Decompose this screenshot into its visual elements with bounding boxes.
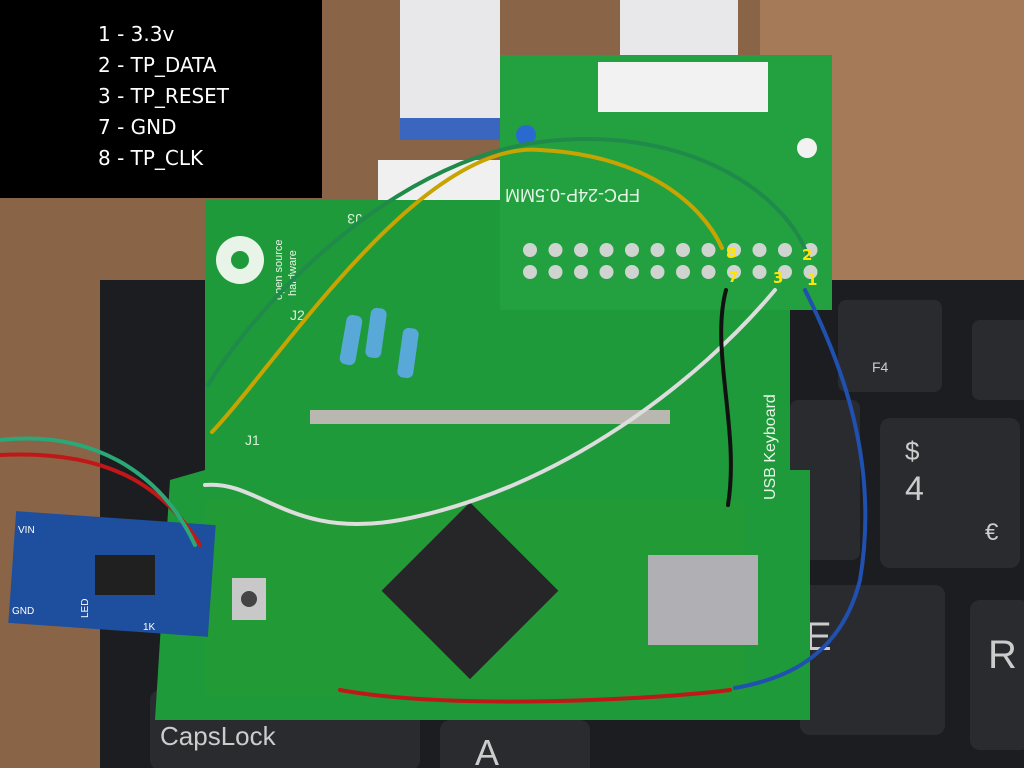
pin-label-8: 8 bbox=[726, 244, 737, 262]
silk-adapter: FPC-24P-0.5MM bbox=[505, 185, 640, 205]
header-pin bbox=[599, 243, 614, 257]
header-pin bbox=[778, 265, 792, 279]
key-4-euro: € bbox=[985, 519, 999, 546]
pad-row bbox=[310, 410, 670, 424]
pin-label-2: 2 bbox=[802, 246, 813, 264]
header-pin bbox=[676, 265, 690, 279]
pin-label-7: 7 bbox=[728, 268, 739, 286]
regulator-board: VIN GND LED 1K bbox=[8, 511, 216, 637]
key-4 bbox=[880, 418, 1020, 568]
header-pin bbox=[752, 265, 767, 279]
pin-label-3: 3 bbox=[773, 269, 784, 287]
header-pin bbox=[625, 265, 639, 279]
header-pin bbox=[650, 265, 665, 279]
fpc-ribbon-right bbox=[620, 0, 738, 60]
key-4-label: 4 bbox=[905, 470, 924, 508]
silk-usb-keyboard: USB Keyboard bbox=[762, 394, 779, 500]
header-pin bbox=[727, 243, 741, 257]
header-pin bbox=[778, 243, 792, 257]
header-pin bbox=[701, 265, 716, 279]
fpc-ribbon-left bbox=[400, 0, 500, 140]
wires bbox=[0, 137, 868, 704]
legend-line: 7 - GND bbox=[98, 115, 177, 139]
fpc-adapter-board: FPC-24P-0.5MM bbox=[500, 55, 832, 310]
wire-blue-3v3 bbox=[733, 288, 868, 690]
header-pin bbox=[574, 243, 588, 257]
header-pin bbox=[548, 265, 563, 279]
header-pin bbox=[752, 243, 767, 257]
key-r bbox=[970, 600, 1024, 750]
resistors bbox=[339, 307, 419, 379]
fpc-connector-j3 bbox=[378, 160, 503, 200]
microcontroller-chip bbox=[381, 502, 559, 680]
header-pin bbox=[727, 265, 741, 279]
wire-green-data bbox=[206, 137, 810, 387]
header-pins bbox=[523, 243, 818, 279]
header-pin bbox=[599, 265, 614, 279]
key-f4-label: F4 bbox=[872, 359, 889, 375]
header-pin bbox=[676, 243, 690, 257]
wire-red-bottom bbox=[338, 688, 732, 704]
key-a-label: A bbox=[475, 732, 499, 768]
key-f4 bbox=[838, 300, 942, 392]
key-capslock-label: CapsLock bbox=[160, 721, 277, 751]
key-f5 bbox=[972, 320, 1024, 400]
wire-white-reset bbox=[203, 288, 777, 527]
mini-usb-port bbox=[648, 555, 758, 645]
legend-line: 8 - TP_CLK bbox=[98, 146, 204, 170]
silk-gnd: GND bbox=[12, 606, 34, 617]
silk-j2: J2 bbox=[290, 307, 305, 323]
header-pin bbox=[523, 265, 537, 279]
wire-yellow-clk bbox=[210, 147, 724, 434]
header-pin bbox=[625, 243, 639, 257]
wire-teal-regulator bbox=[0, 436, 197, 547]
header-pin bbox=[803, 265, 818, 279]
pin-label-1: 1 bbox=[807, 271, 818, 289]
key-4-dollar: $ bbox=[905, 436, 920, 466]
header-pin bbox=[574, 265, 588, 279]
silk-vin: VIN bbox=[18, 525, 35, 536]
key-e bbox=[800, 585, 945, 735]
teensy-board bbox=[205, 500, 758, 695]
legend-line: 1 - 3.3v bbox=[98, 22, 175, 46]
wire-black-gnd bbox=[719, 288, 733, 507]
header-pin bbox=[701, 243, 716, 257]
header-pin bbox=[650, 243, 665, 257]
key-r-label: R bbox=[988, 633, 1017, 677]
silk-1k: 1K bbox=[143, 622, 156, 633]
pinout-legend: 1 - 3.3v 2 - TP_DATA 3 - TP_RESET 7 - GN… bbox=[0, 0, 322, 198]
legend-line: 3 - TP_RESET bbox=[98, 84, 230, 108]
header-pin bbox=[548, 243, 563, 257]
header-pin bbox=[523, 243, 537, 257]
key-a bbox=[440, 720, 590, 768]
silk-osh-1: open source bbox=[273, 239, 285, 300]
legend-line: 2 - TP_DATA bbox=[98, 53, 217, 77]
silk-j1: J1 bbox=[245, 432, 260, 448]
fpc-connector bbox=[598, 62, 768, 112]
silk-led: LED bbox=[80, 599, 91, 618]
